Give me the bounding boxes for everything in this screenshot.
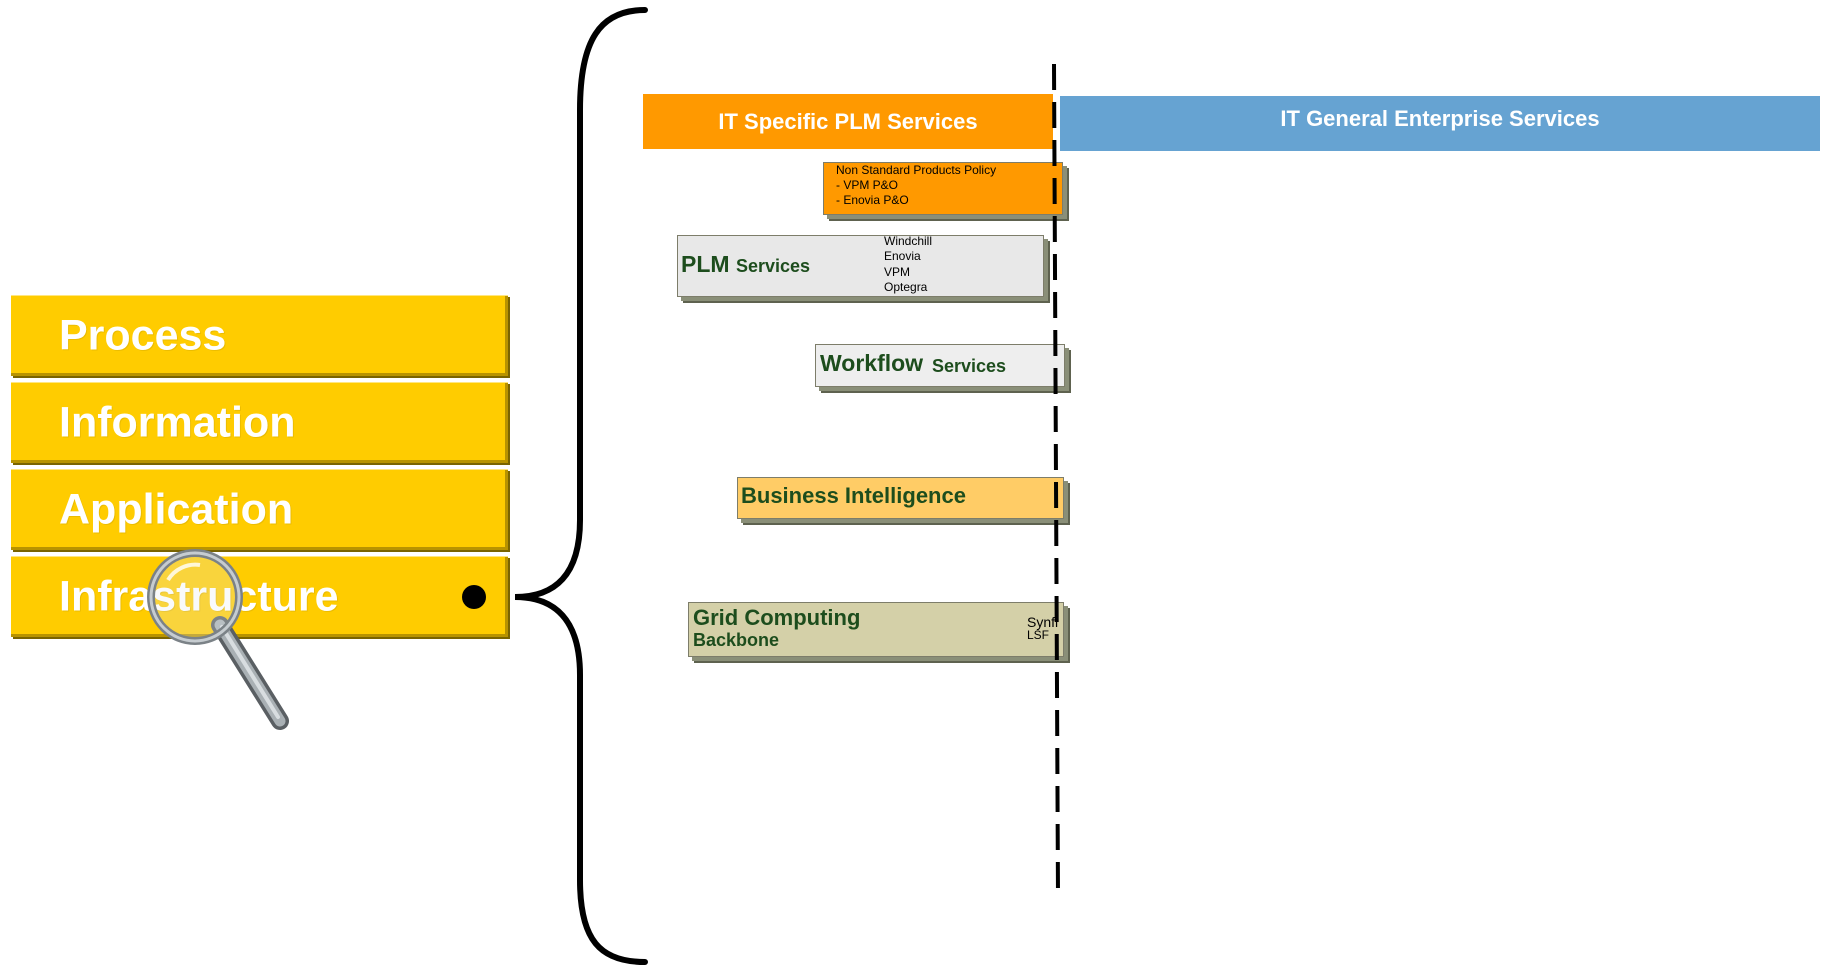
header-enterprise-services: IT General Enterprise Services xyxy=(1060,96,1820,151)
layer-information[interactable]: Information xyxy=(11,382,508,463)
workflow-services-small: Services xyxy=(932,356,1007,376)
workflow-services-box[interactable]: Workflow Services xyxy=(815,344,1065,387)
grid-computing-small: Backbone xyxy=(693,630,780,650)
layer-process[interactable]: Process xyxy=(11,295,508,376)
plm-services-small: Services xyxy=(736,256,811,276)
grid-computing-big: Grid Computing xyxy=(693,605,861,630)
layer-process-label: Process xyxy=(59,311,227,360)
layer-application[interactable]: Application xyxy=(11,469,508,550)
nonstandard-title: Non Standard Products Policy xyxy=(836,163,997,177)
nonstandard-item: - VPM P&O xyxy=(836,178,899,192)
bullet-icon xyxy=(462,585,486,609)
layer-infrastructure[interactable]: Infrastructure xyxy=(11,556,508,637)
grid-item: LSF xyxy=(1027,628,1050,642)
business-intelligence-box[interactable]: Business Intelligence xyxy=(737,477,1064,519)
plm-services-big: PLM xyxy=(681,251,730,277)
business-intelligence-label: Business Intelligence xyxy=(741,483,966,508)
layer-application-label: Application xyxy=(59,485,294,534)
nonstandard-item: - Enovia P&O xyxy=(836,193,909,207)
plm-item: Windchill xyxy=(884,235,933,248)
layer-information-label: Information xyxy=(59,398,296,447)
plm-item: Enovia xyxy=(884,249,921,263)
header-plm-services: IT Specific PLM Services xyxy=(643,94,1053,149)
plm-item: Optegra xyxy=(884,280,928,294)
layer-infrastructure-label: Infrastructure xyxy=(59,573,339,622)
magnifying-glass-icon xyxy=(147,549,289,730)
plm-item: VPM xyxy=(884,265,911,279)
grid-item: Synfi xyxy=(1027,614,1059,630)
workflow-services-big: Workflow xyxy=(820,350,924,376)
plm-services-box[interactable]: PLM Services Windchill Enovia VPM Optegr… xyxy=(677,235,1044,297)
dashed-divider xyxy=(1052,63,1060,898)
grid-computing-box[interactable]: Grid Computing Backbone Synfi LSF xyxy=(688,602,1064,657)
curly-brace xyxy=(514,7,648,965)
nonstandard-policy-box[interactable]: Non Standard Products Policy - VPM P&O -… xyxy=(823,162,1063,215)
